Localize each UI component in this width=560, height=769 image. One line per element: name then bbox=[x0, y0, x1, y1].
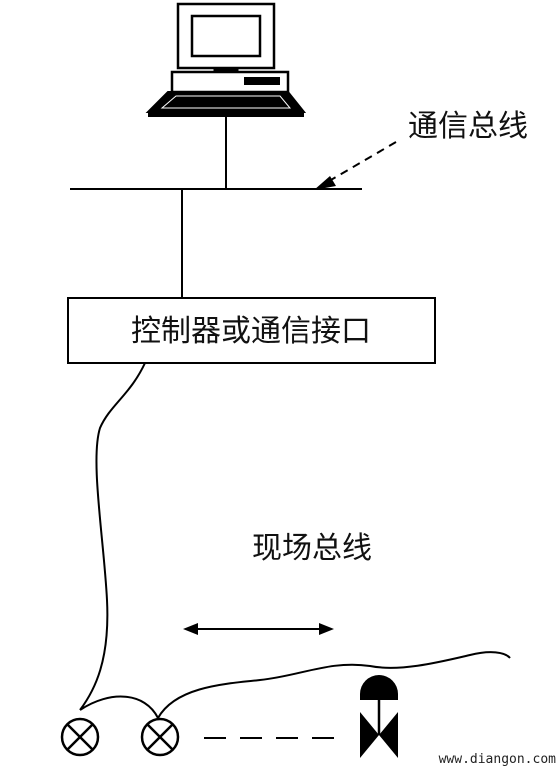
comm-bus-pointer-arrow bbox=[314, 141, 397, 190]
field-bus-label: 现场总线 bbox=[252, 531, 372, 566]
field-instrument-icon bbox=[60, 717, 100, 757]
field-instrument-icon bbox=[140, 717, 180, 757]
watermark: www.diangon.com bbox=[439, 752, 557, 767]
field-bus-wire bbox=[79, 362, 511, 719]
controller-label: 控制器或通信接口 bbox=[131, 314, 371, 349]
control-valve-icon bbox=[360, 675, 398, 758]
computer-icon bbox=[145, 2, 307, 117]
comm-bus-label: 通信总线 bbox=[408, 109, 528, 144]
field-bus-double-arrow bbox=[183, 623, 334, 635]
controller-box: 控制器或通信接口 bbox=[67, 297, 436, 364]
